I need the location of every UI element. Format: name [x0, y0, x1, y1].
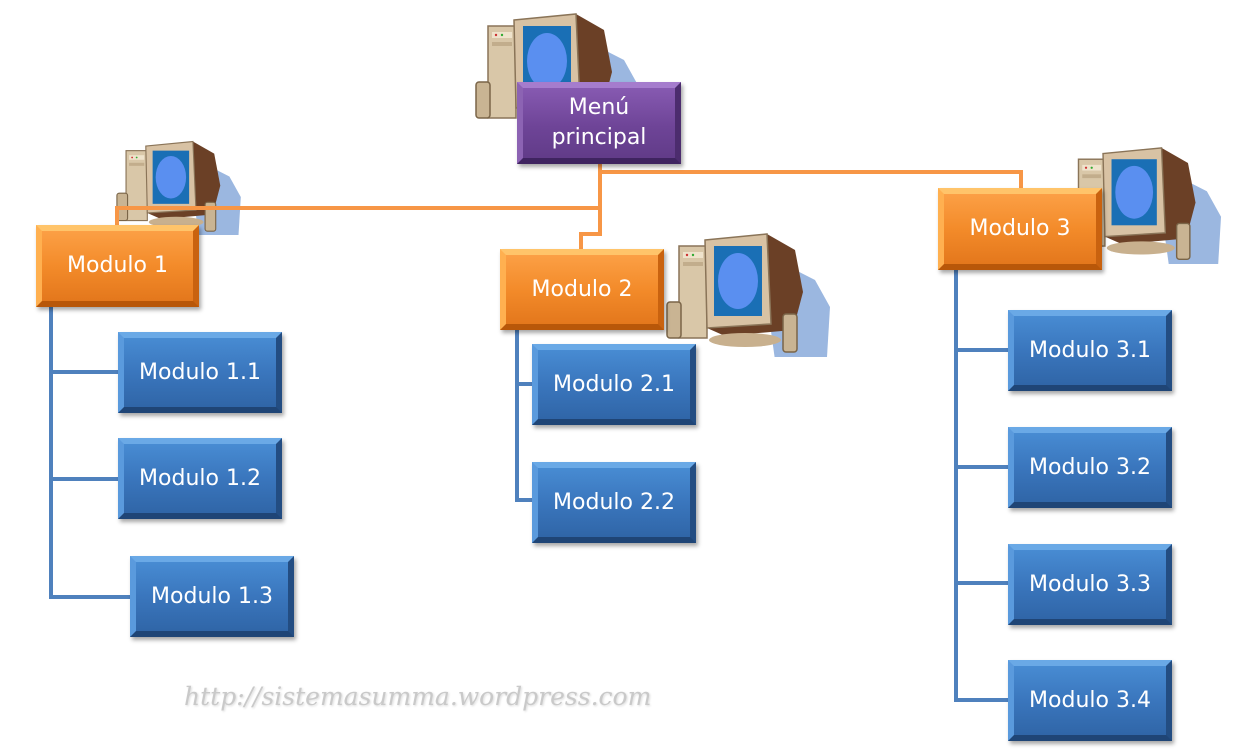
node-modulo-3-3[interactable]: Modulo 3.3	[1008, 544, 1172, 625]
node-modulo-3[interactable]: Modulo 3	[938, 188, 1102, 270]
connector-root-module-3	[600, 170, 1023, 188]
node-label: Modulo 2.2	[553, 489, 675, 515]
connector-module-3-children	[954, 270, 1008, 702]
watermark-url: http://sistemasumma.wordpress.com	[184, 682, 652, 711]
node-label: Modulo 1	[67, 253, 168, 279]
node-modulo-1-1[interactable]: Modulo 1.1	[118, 332, 282, 413]
node-modulo-1-3[interactable]: Modulo 1.3	[130, 556, 294, 637]
connector-module-2-children	[515, 330, 532, 502]
node-label: Modulo 3.3	[1029, 571, 1151, 597]
node-modulo-3-1[interactable]: Modulo 3.1	[1008, 310, 1172, 391]
node-modulo-3-4[interactable]: Modulo 3.4	[1008, 660, 1172, 741]
node-modulo-1-2[interactable]: Modulo 1.2	[118, 438, 282, 519]
node-modulo-2[interactable]: Modulo 2	[500, 249, 664, 330]
node-label: Modulo 3	[969, 216, 1071, 242]
node-modulo-2-1[interactable]: Modulo 2.1	[532, 344, 696, 425]
node-label: Modulo 1.2	[139, 465, 261, 491]
node-label: Modulo 2	[531, 276, 633, 302]
node-modulo-2-2[interactable]: Modulo 2.2	[532, 462, 696, 543]
sub-level-connectors	[49, 270, 1008, 702]
node-label: Modulo 3.4	[1029, 687, 1151, 713]
node-label: Modulo 2.1	[553, 371, 675, 397]
node-label: Modulo 1.1	[139, 359, 261, 385]
node-label: Modulo 3.1	[1029, 337, 1151, 363]
connector-root-module-2	[579, 208, 602, 249]
node-label: Modulo 1.3	[151, 583, 273, 609]
node-label: Modulo 3.2	[1029, 454, 1151, 480]
top-level-connectors	[115, 163, 1023, 249]
node-modulo-3-2[interactable]: Modulo 3.2	[1008, 427, 1172, 508]
connector-root-module-1	[115, 163, 602, 226]
node-modulo-1[interactable]: Modulo 1	[36, 225, 199, 307]
connector-module-1-children	[49, 307, 130, 599]
